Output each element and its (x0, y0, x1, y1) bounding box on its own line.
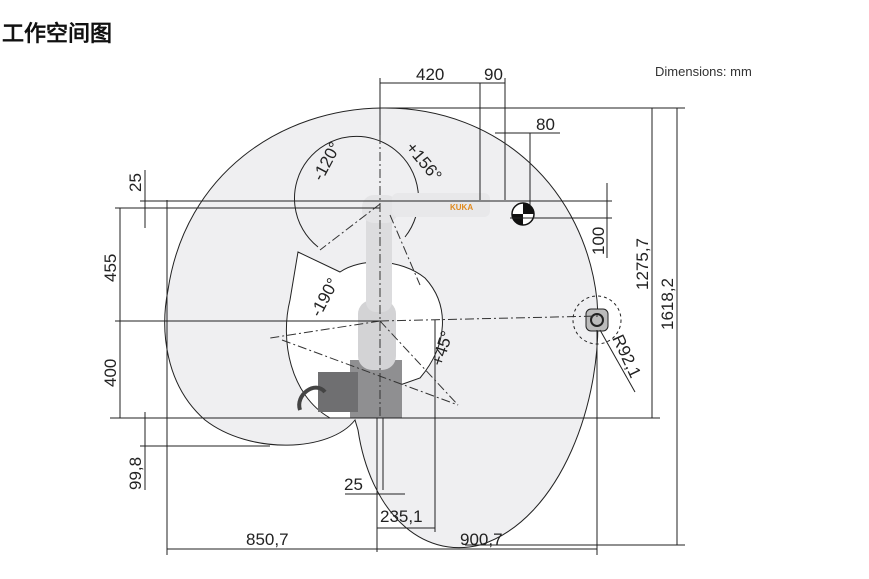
center-lines (269, 135, 601, 418)
dim-235-1: 235,1 (380, 507, 423, 526)
dim-850-7: 850,7 (246, 530, 289, 549)
center-of-gravity-icon (511, 202, 535, 226)
dim-455: 455 (101, 254, 120, 282)
dimension-lines (110, 78, 685, 555)
dim-25-left: 25 (126, 173, 145, 192)
kuka-logo: KUKA (450, 203, 473, 212)
dim-99-8: 99,8 (126, 457, 145, 490)
dim-420: 420 (416, 65, 444, 84)
dim-1275-7: 1275,7 (633, 238, 652, 290)
dim-100: 100 (589, 227, 608, 255)
robot-illustration: KUKA (297, 193, 609, 418)
dim-400: 400 (101, 359, 120, 387)
page-title: 工作空间图 (2, 22, 113, 47)
dim-80: 80 (536, 115, 555, 134)
dim-25-bottom: 25 (344, 475, 363, 494)
dim-900-7: 900,7 (460, 530, 503, 549)
dim-r92-1: R92,1 (608, 332, 644, 381)
dim-1618-2: 1618,2 (658, 278, 677, 330)
units-label: Dimensions: mm (655, 64, 752, 79)
dim-90: 90 (484, 65, 503, 84)
